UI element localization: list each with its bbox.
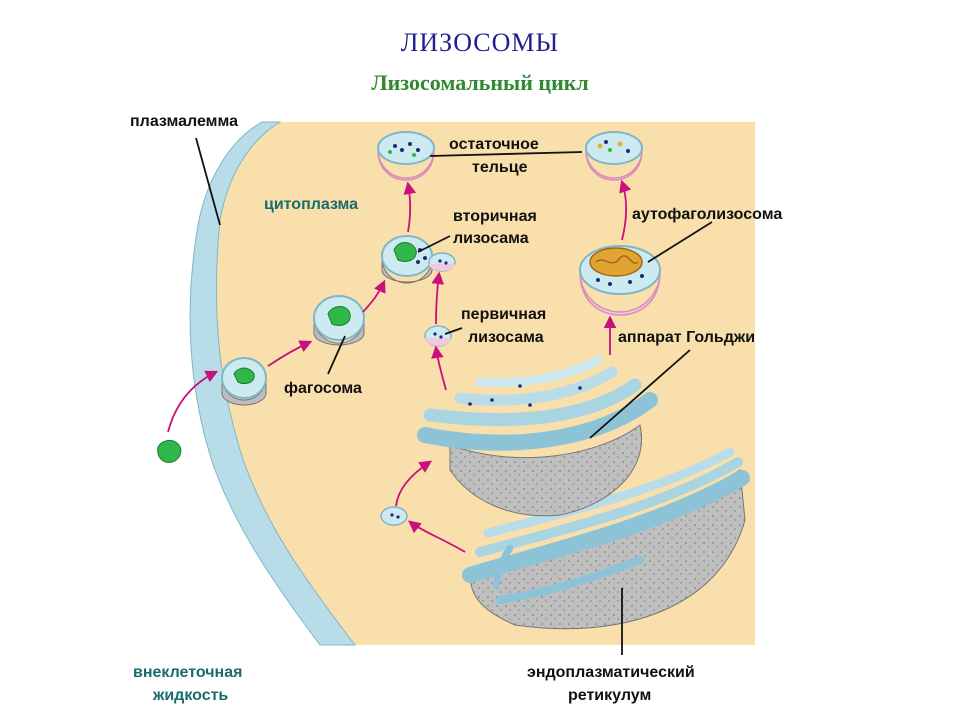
arrow-golgi-to-primary xyxy=(431,345,447,391)
arrow-secondary-to-residual xyxy=(403,181,417,233)
endoplasmic-reticulum xyxy=(462,447,750,630)
label-primary-lysosome-1: первичная xyxy=(461,306,546,323)
label-residual-body-1: остаточное xyxy=(449,136,539,153)
leader-phagosome xyxy=(327,335,346,375)
label-cytoplasm: цитоплазма xyxy=(264,196,358,213)
secondary-lysosome xyxy=(381,235,433,284)
label-secondary-lysosome-2: лизосама xyxy=(453,230,529,247)
label-er-2: ретикулум xyxy=(568,687,651,704)
arrow-er-to-vesicle xyxy=(408,520,466,553)
leader-plasmalemma xyxy=(195,137,221,226)
page-title: ЛИЗОСОМЫ xyxy=(400,28,560,57)
leader-golgi xyxy=(589,349,691,439)
leader-secondary-lysosome xyxy=(417,235,451,253)
label-primary-lysosome-2: лизосама xyxy=(468,329,544,346)
label-er-1: эндоплазматический xyxy=(527,664,695,681)
residual-body-left xyxy=(377,131,435,181)
leader-autophagolysosome xyxy=(647,221,713,263)
label-secondary-lysosome-1: вторичная xyxy=(453,208,537,225)
fusing-primary-lysosome xyxy=(428,252,456,272)
er-transport-vesicle xyxy=(380,506,408,526)
label-extracellular-2: жидкость xyxy=(152,687,228,704)
arrow-vesicle-to-golgi xyxy=(395,460,433,507)
arrow-primary-to-secondary xyxy=(431,271,445,325)
primary-lysosome xyxy=(424,325,452,347)
label-plasmalemma: плазмалемма xyxy=(130,113,238,130)
phagosome-vesicle-2 xyxy=(313,295,365,346)
golgi-apparatus xyxy=(417,355,658,517)
leader-lines xyxy=(195,137,713,655)
label-extracellular-1: внеклеточная xyxy=(133,664,242,681)
pathway-arrows xyxy=(167,179,632,553)
arrow-endocytosis xyxy=(167,370,219,433)
residual-body-right xyxy=(585,131,643,181)
leader-residual-body xyxy=(429,151,583,157)
arrow-autophago-to-residual xyxy=(619,179,632,241)
label-phagosome: фагосома xyxy=(284,380,362,397)
label-golgi: аппарат Гольджи xyxy=(618,329,755,346)
page-subtitle: Лизосомальный цикл xyxy=(371,70,589,95)
label-residual-body-2: тельце xyxy=(472,159,528,176)
arrow-phagosome-to-phagosome xyxy=(267,340,313,367)
label-autophagolysosome: аутофаголизосома xyxy=(632,206,782,223)
autophagolysosome xyxy=(579,245,661,316)
extracellular-particle xyxy=(157,439,182,463)
phagosome-vesicle-1 xyxy=(221,357,267,406)
leader-primary-lysosome xyxy=(444,327,463,335)
arrow-phagosome-to-secondary xyxy=(362,279,386,313)
